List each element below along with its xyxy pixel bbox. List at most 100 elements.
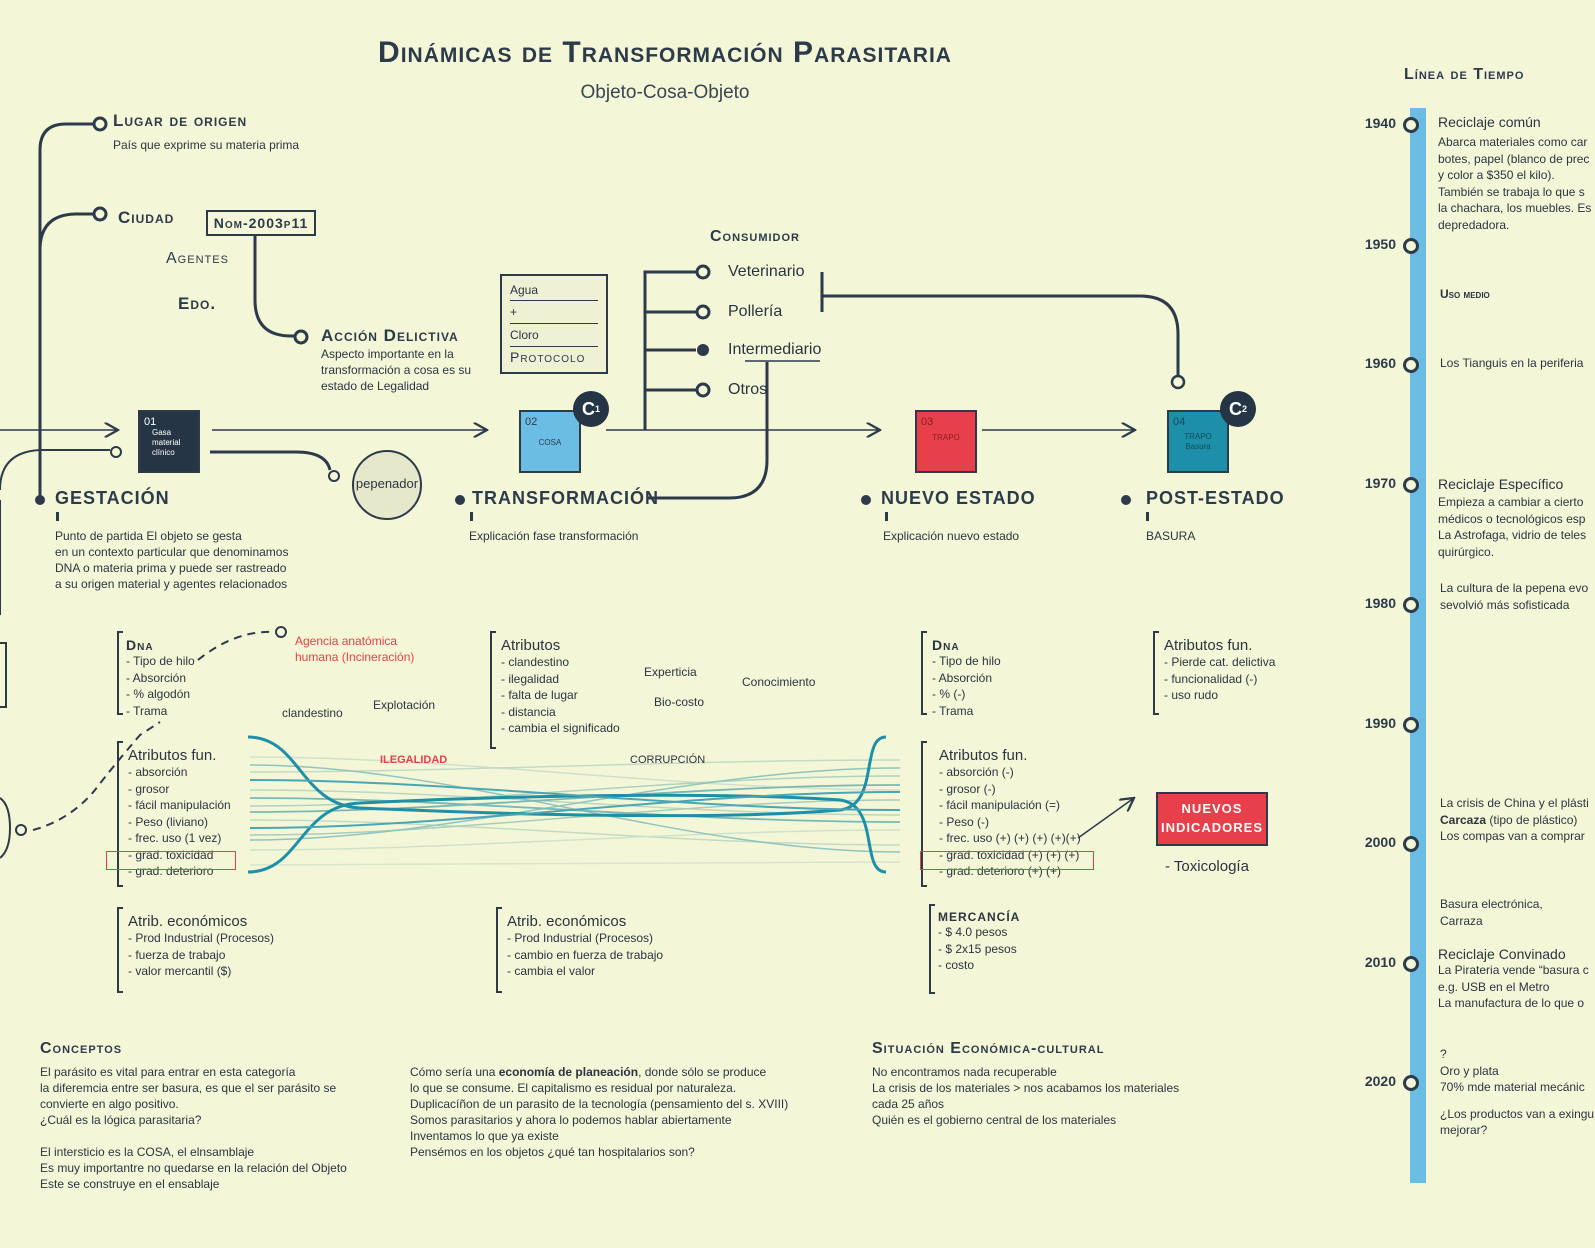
- protocolo-box: Agua + Cloro Protocolo: [500, 274, 608, 374]
- nom-line: [253, 234, 294, 338]
- object-02-number: 02: [525, 416, 538, 428]
- timeline-2010-entry: Reciclaje Convinado La Pirateria vende “…: [1438, 946, 1589, 1010]
- toxicologia-label: - Toxicología: [1165, 858, 1249, 875]
- timeline-2020-entry: ?Oro y plata 70% mde material mecánic ¿L…: [1440, 1047, 1595, 1137]
- pepenador-line: [210, 450, 332, 471]
- word-clandestino: clandestino: [282, 706, 343, 720]
- flow-bundle: [247, 735, 901, 874]
- object-02-label: COSA: [538, 438, 562, 447]
- phase-nuevo-estado-title: NUEVO ESTADO: [881, 488, 1036, 508]
- consumidor-title: Consumidor: [710, 228, 800, 245]
- timeline-marker-1980: [1403, 597, 1419, 613]
- nom-box: Nom-2003p11: [206, 210, 316, 236]
- object-02-box: 02 COSA: [519, 410, 581, 473]
- atrib-fun-right-list: Atributos fun. - absorción (-)- grosor (…: [939, 747, 1081, 878]
- mercancia-title: MERCANCÍA: [938, 910, 1021, 924]
- timeline-marker-1950: [1403, 238, 1419, 254]
- accion-delictiva-title: Acción Delictiva: [321, 326, 459, 345]
- object-04-number: 04: [1173, 416, 1186, 428]
- feedback-line: [820, 272, 1180, 376]
- word-experticia: Experticia: [644, 665, 697, 679]
- atrib-fun-right-title: Atributos fun.: [939, 747, 1028, 764]
- timeline-year-2010: 2010: [1364, 954, 1396, 970]
- atrib-fun-left-title: Atributos fun.: [128, 747, 217, 764]
- protocolo-label: Protocolo: [510, 349, 586, 365]
- atrib-eco-mid-bracket: [496, 907, 502, 993]
- mercancia-list: MERCANCÍA - $ 4.0 pesos- $ 2x15 pesos - …: [938, 910, 1021, 972]
- timeline-1960-entry: Los Tianguis en la periferia: [1440, 356, 1584, 370]
- phase-nuevo-estado-desc: Explicación nuevo estado: [883, 529, 1020, 543]
- protocolo-row-plus: +: [510, 301, 598, 324]
- page-title: Dinámicas de Transformación Parasitaria: [378, 36, 952, 69]
- word-corrupcion: CORRUPCIÓN: [630, 754, 706, 766]
- consumidor-polleria: Pollería: [728, 303, 783, 320]
- pepenador-circle: [352, 450, 422, 520]
- atrib-fun-right-bracket: [921, 741, 927, 887]
- consumidor-bracket: [643, 270, 696, 430]
- timeline-marker-1940: [1403, 117, 1419, 133]
- atrib-fun-post-title: Atributos fun.: [1164, 637, 1253, 654]
- timeline-title: Línea de Tiempo: [1404, 66, 1525, 83]
- atributos-mid-bracket: [490, 631, 496, 749]
- dna-right-title: Dna: [932, 637, 960, 653]
- timeline-year-1980: 1980: [1364, 595, 1396, 611]
- atrib-eco-left-list: Atrib. económicos - Prod Industrial (Pro…: [128, 913, 275, 978]
- timeline-year-1990: 1990: [1364, 715, 1396, 731]
- timeline-uso-medio: Uso medio: [1440, 287, 1490, 301]
- timeline-marker-1960: [1403, 357, 1419, 373]
- phase-post-estado-desc: BASURA: [1146, 529, 1196, 543]
- phase-transformacion-title: TRANSFORMACIÓN: [472, 488, 659, 508]
- mercancia-bracket: [929, 904, 935, 994]
- timeline-1970-entry: Reciclaje Específico Empieza a cambiar a…: [1438, 476, 1587, 559]
- timeline-year-2000: 2000: [1364, 834, 1396, 850]
- accion-delictiva-desc: Aspecto importante en la transformación …: [321, 347, 472, 393]
- atrib-fun-post-bracket: [1153, 631, 1159, 715]
- word-ilegalidad: ILEGALIDAD: [380, 754, 448, 766]
- conceptos-col2: Cómo sería una economía de planeación, d…: [410, 1065, 789, 1159]
- timeline-year-1940: 1940: [1364, 115, 1396, 131]
- conceptos-col1: El parásito es vital para entrar en esta…: [40, 1065, 347, 1191]
- object-03-box: 03 TRAPO: [915, 410, 977, 473]
- page-subtitle: Objeto-Cosa-Objeto: [580, 82, 750, 103]
- phase-transformacion-desc: Explicación fase transformación: [469, 529, 639, 543]
- object-03-label: TRAPO: [932, 433, 960, 442]
- timeline-year-1960: 1960: [1364, 355, 1396, 371]
- atributos-mid-title: Atributos: [501, 637, 561, 654]
- arrow-nuevos: [1077, 798, 1134, 839]
- dna-right-list: Dna - Tipo de hilo- Absorción - % (-)- T…: [932, 637, 1001, 718]
- dna-left-bracket: [117, 631, 123, 715]
- atrib-eco-mid-list: Atrib. económicos - Prod Industrial (Pro…: [507, 913, 664, 978]
- timeline-marker-2010: [1403, 956, 1419, 972]
- timeline-marker-1990: [1403, 717, 1419, 733]
- atrib-eco-left-title: Atrib. económicos: [128, 913, 248, 930]
- consumidor-veterinario: Veterinario: [728, 263, 805, 280]
- conceptos-title: Conceptos: [40, 1040, 123, 1057]
- pepenador-label: pepenador: [355, 476, 419, 491]
- timeline-1940-entry: Reciclaje común Abarca materiales como c…: [1438, 114, 1592, 232]
- toxicidad-highlight-left: [106, 851, 236, 870]
- left-loop-line: [0, 449, 110, 491]
- timeline-year-1970: 1970: [1364, 475, 1396, 491]
- object-01-number: 01: [144, 416, 157, 428]
- atrib-eco-mid-title: Atrib. económicos: [507, 913, 627, 930]
- object-03-number: 03: [921, 416, 934, 428]
- timeline-marker-2000: [1403, 836, 1419, 852]
- protocolo-row-cloro: Cloro: [510, 324, 598, 347]
- timeline-2000-entry: La crisis de China y el plásti Carcaza (…: [1440, 796, 1589, 843]
- situacion-title: Situación Económica-cultural: [872, 1040, 1105, 1057]
- lugar-origen-desc: País que exprime su materia prima: [113, 138, 300, 152]
- word-explotacion: Explotación: [373, 698, 436, 712]
- consumidor-intermediario: Intermediario: [728, 341, 822, 358]
- atributos-mid-list: Atributos - clandestino- ilegalidad - fa…: [501, 637, 620, 735]
- dna-left-list: Dna - Tipo de hilo- Absorción - % algodó…: [126, 637, 195, 718]
- toxicidad-highlight-right: [920, 851, 1094, 870]
- protocolo-row-agua: Agua: [510, 280, 598, 301]
